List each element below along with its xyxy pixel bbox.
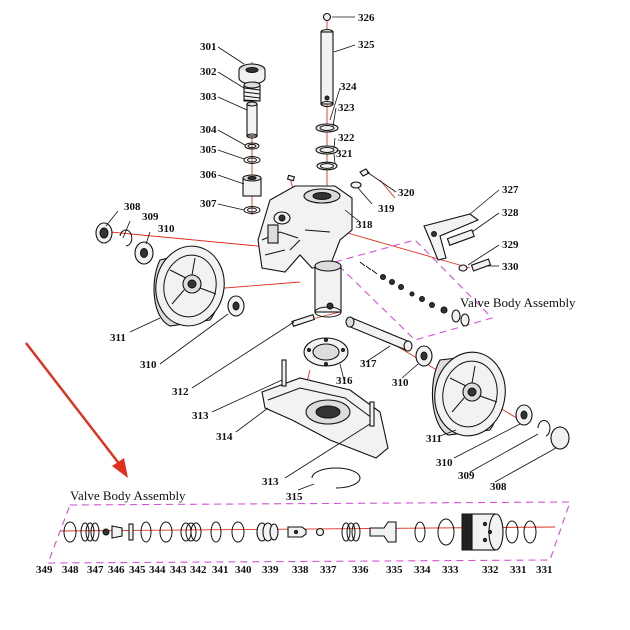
callout-302: 302 xyxy=(200,66,217,78)
callout-317: 317 xyxy=(360,358,377,370)
row-label: 337 xyxy=(320,564,337,576)
callout-313-lower: 313 xyxy=(262,476,279,488)
valve-group-outlines xyxy=(47,239,571,564)
callout-319: 319 xyxy=(378,203,395,215)
callout-328: 328 xyxy=(502,207,519,219)
row-label: 341 xyxy=(212,564,229,576)
callout-308-left: 308 xyxy=(124,201,141,213)
row-label: 349 xyxy=(36,564,53,576)
callout-318: 318 xyxy=(356,219,373,231)
callout-310-axle: 310 xyxy=(392,377,409,389)
callout-330: 330 xyxy=(502,261,519,273)
callout-310-lower: 310 xyxy=(140,359,157,371)
right-load-wheel xyxy=(431,351,570,450)
callout-307: 307 xyxy=(200,198,217,210)
callout-321: 321 xyxy=(336,148,353,160)
row-label: 335 xyxy=(386,564,403,576)
row-label: 334 xyxy=(414,564,431,576)
callout-326: 326 xyxy=(358,12,375,24)
row-label: 340 xyxy=(235,564,252,576)
callout-301: 301 xyxy=(200,41,217,53)
row-label: 331 xyxy=(536,564,553,576)
pin-312 xyxy=(291,314,316,327)
pump-body-housing xyxy=(257,185,353,318)
callout-312: 312 xyxy=(172,386,189,398)
row-label: 347 xyxy=(87,564,104,576)
callout-305: 305 xyxy=(200,144,217,156)
leader-lines xyxy=(105,16,557,491)
row-label: 338 xyxy=(292,564,309,576)
callout-323: 323 xyxy=(338,102,355,114)
callout-310-right: 310 xyxy=(436,457,453,469)
callout-320: 320 xyxy=(398,187,415,199)
thrust-bearing xyxy=(303,337,349,367)
row-label: 331 xyxy=(510,564,527,576)
axle-shaft xyxy=(345,316,433,367)
row-label: 342 xyxy=(190,564,207,576)
callout-310-left: 310 xyxy=(158,223,175,235)
row-label: 343 xyxy=(170,564,187,576)
row-label: 345 xyxy=(129,564,146,576)
row-label: 339 xyxy=(262,564,279,576)
callout-303: 303 xyxy=(200,91,217,103)
callout-309-right: 309 xyxy=(458,470,475,482)
snap-ring xyxy=(311,467,361,489)
callout-314: 314 xyxy=(216,431,233,443)
callout-309-left: 309 xyxy=(142,211,159,223)
callout-322: 322 xyxy=(338,132,355,144)
callout-304: 304 xyxy=(200,124,217,136)
callout-labels: 301 302 303 304 305 306 307 308 309 310 … xyxy=(110,12,519,503)
row-label: 344 xyxy=(149,564,166,576)
callout-316: 316 xyxy=(336,375,353,387)
callout-324: 324 xyxy=(340,81,357,93)
pointer-arrow xyxy=(25,342,128,478)
piston-stack xyxy=(286,12,370,189)
callout-313-upper: 313 xyxy=(192,410,209,422)
pump-plunger-stack xyxy=(238,63,266,214)
callout-306: 306 xyxy=(200,169,217,181)
callout-311-right: 311 xyxy=(426,433,442,445)
left-wheel-hardware xyxy=(95,222,154,265)
left-load-wheel xyxy=(153,245,245,327)
valve-body-title-upper: Valve Body Assembly xyxy=(460,295,576,310)
callout-311-left: 311 xyxy=(110,332,126,344)
upper-valve-parts xyxy=(359,261,470,327)
row-label: 332 xyxy=(482,564,499,576)
callout-308-right: 308 xyxy=(490,481,507,493)
callout-327: 327 xyxy=(502,184,519,196)
centerlines xyxy=(59,20,556,532)
row-label: 346 xyxy=(108,564,125,576)
callout-315: 315 xyxy=(286,491,303,503)
callout-325: 325 xyxy=(358,39,375,51)
valve-body-title-lower: Valve Body Assembly xyxy=(70,488,186,503)
release-lever xyxy=(423,213,492,272)
row-label: 348 xyxy=(62,564,79,576)
valve-row-labels: 349 348 347 346 345 344 343 342 341 340 … xyxy=(36,564,553,576)
row-label: 336 xyxy=(352,564,369,576)
callout-329: 329 xyxy=(502,239,519,251)
row-label: 333 xyxy=(442,564,459,576)
valve-body-exploded-row xyxy=(63,513,537,551)
base-plate xyxy=(261,359,389,459)
